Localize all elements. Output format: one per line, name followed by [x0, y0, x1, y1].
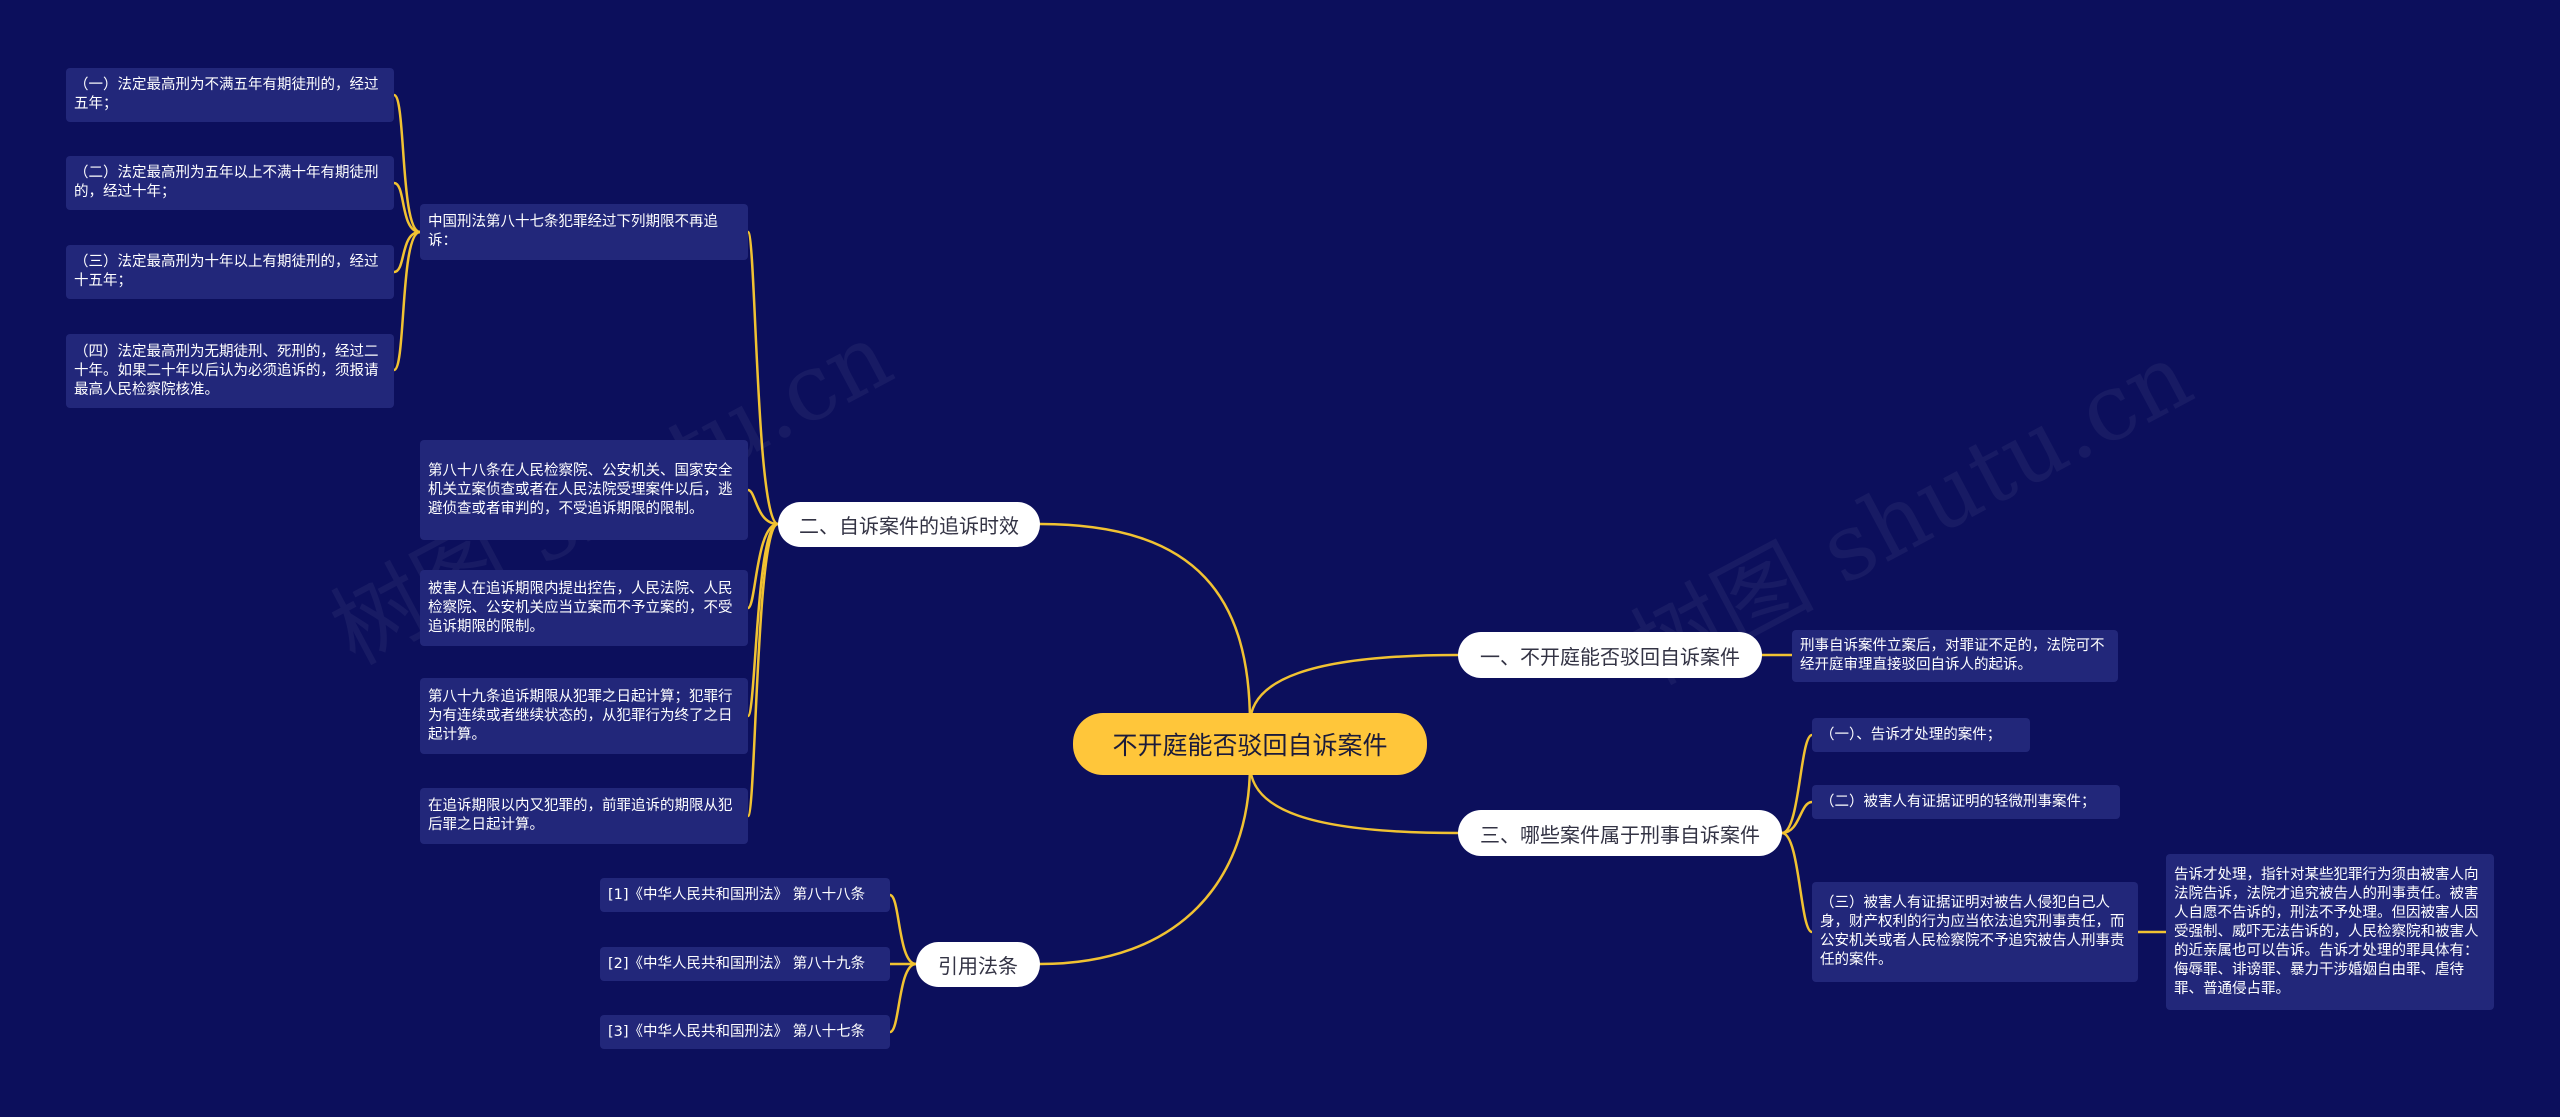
leaf-text: 被害人在追诉期限内提出控告，人民法院、人民检察院、公安机关应当立案而不予立案的，… [428, 580, 733, 635]
link-l1-s4 [392, 230, 422, 372]
link-b2-l1 [746, 230, 780, 526]
b2-leaf-5[interactable]: 在追诉期限以内又犯罪的，前罪追诉的期限从犯后罪之日起计算。 [420, 788, 748, 844]
link-b4-l3 [888, 962, 918, 1034]
link-l1-s3 [392, 230, 422, 274]
link-b3-l3 [1780, 831, 1814, 934]
leaf-text: 告诉才处理，指针对某些犯罪行为须由被害人向法院告诉，法院才追究被告人的刑事责任。… [2174, 866, 2479, 997]
link-l1-s1 [392, 93, 422, 234]
b3-sub-leaf-1[interactable]: 告诉才处理，指针对某些犯罪行为须由被害人向法院告诉，法院才追究被告人的刑事责任。… [2166, 854, 2494, 1010]
link-root-b1 [1248, 653, 1460, 726]
b3-leaf-1[interactable]: （一）、告诉才处理的案件； [1812, 718, 2030, 752]
link-b2-l5 [746, 522, 780, 818]
b1-leaf-1[interactable]: 刑事自诉案件立案后，对罪证不足的，法院可不经开庭审理直接驳回自诉人的起诉。 [1792, 630, 2118, 682]
link-b2-l3 [746, 522, 780, 610]
b2-leaf-2[interactable]: 第八十八条在人民检察院、公安机关、国家安全机关立案侦查或者在人民法院受理案件以后… [420, 440, 748, 540]
link-l1-s2 [392, 181, 422, 234]
leaf-text: 在追诉期限以内又犯罪的，前罪追诉的期限从犯后罪之日起计算。 [428, 798, 733, 833]
branch-node-4[interactable]: 引用法条 [916, 942, 1040, 987]
b3-leaf-3[interactable]: （三）被害人有证据证明对被告人侵犯自己人身，财产权利的行为应当依法追究刑事责任，… [1812, 882, 2138, 982]
leaf-text: [2]《中华人民共和国刑法》 第八十九条 [608, 955, 866, 972]
branch-node-1[interactable]: 一、不开庭能否驳回自诉案件 [1458, 632, 1762, 678]
leaf-text: （一）、告诉才处理的案件； [1820, 726, 2002, 743]
leaf-text: 第八十九条追诉期限从犯罪之日起计算；犯罪行为有连续或者继续状态的，从犯罪行为终了… [428, 688, 733, 743]
root-node[interactable]: 不开庭能否驳回自诉案件 [1073, 713, 1427, 775]
b2-sub-leaf-1[interactable]: （一）法定最高刑为不满五年有期徒刑的，经过五年； [66, 68, 394, 122]
b4-leaf-3[interactable]: [3]《中华人民共和国刑法》 第八十七条 [600, 1015, 890, 1049]
leaf-text: [1]《中华人民共和国刑法》 第八十八条 [608, 886, 866, 903]
b3-leaf-2[interactable]: （二）被害人有证据证明的轻微刑事案件； [1812, 785, 2120, 819]
b4-leaf-2[interactable]: [2]《中华人民共和国刑法》 第八十九条 [600, 947, 890, 981]
link-b2-l4 [746, 522, 780, 718]
leaf-text: [3]《中华人民共和国刑法》 第八十七条 [608, 1023, 866, 1040]
b4-leaf-1[interactable]: [1]《中华人民共和国刑法》 第八十八条 [600, 878, 890, 912]
leaf-text: 中国刑法第八十七条犯罪经过下列期限不再追诉： [428, 214, 718, 249]
leaf-text: 第八十八条在人民检察院、公安机关、国家安全机关立案侦查或者在人民法院受理案件以后… [428, 462, 733, 517]
leaf-text: （二）法定最高刑为五年以上不满十年有期徒刑的，经过十年； [74, 165, 379, 200]
link-b3-l1 [1780, 733, 1814, 835]
b2-sub-leaf-4[interactable]: （四）法定最高刑为无期徒刑、死刑的，经过二十年。如果二十年以后认为必须追诉的，须… [66, 334, 394, 408]
link-root-b3 [1248, 762, 1460, 835]
link-root-b2 [1038, 522, 1252, 726]
leaf-text: （三）法定最高刑为十年以上有期徒刑的，经过十五年； [74, 254, 379, 289]
leaf-text: 刑事自诉案件立案后，对罪证不足的，法院可不经开庭审理直接驳回自诉人的起诉。 [1800, 638, 2105, 673]
link-root-b4 [1038, 762, 1252, 966]
link-b2-l2 [746, 488, 780, 526]
b2-sub-leaf-3[interactable]: （三）法定最高刑为十年以上有期徒刑的，经过十五年； [66, 245, 394, 299]
branch-node-2[interactable]: 二、自诉案件的追诉时效 [778, 502, 1040, 547]
b2-leaf-4[interactable]: 第八十九条追诉期限从犯罪之日起计算；犯罪行为有连续或者继续状态的，从犯罪行为终了… [420, 678, 748, 754]
branch-node-3[interactable]: 三、哪些案件属于刑事自诉案件 [1458, 810, 1782, 856]
leaf-text: （四）法定最高刑为无期徒刑、死刑的，经过二十年。如果二十年以后认为必须追诉的，须… [74, 343, 379, 398]
b2-leaf-1[interactable]: 中国刑法第八十七条犯罪经过下列期限不再追诉： [420, 204, 748, 260]
b2-leaf-3[interactable]: 被害人在追诉期限内提出控告，人民法院、人民检察院、公安机关应当立案而不予立案的，… [420, 570, 748, 646]
link-b4-l1 [888, 893, 918, 966]
link-b3-l2 [1780, 800, 1814, 835]
leaf-text: （三）被害人有证据证明对被告人侵犯自己人身，财产权利的行为应当依法追究刑事责任，… [1820, 895, 2125, 968]
b2-sub-leaf-2[interactable]: （二）法定最高刑为五年以上不满十年有期徒刑的，经过十年； [66, 156, 394, 210]
leaf-text: （一）法定最高刑为不满五年有期徒刑的，经过五年； [74, 77, 379, 112]
leaf-text: （二）被害人有证据证明的轻微刑事案件； [1820, 793, 2096, 810]
